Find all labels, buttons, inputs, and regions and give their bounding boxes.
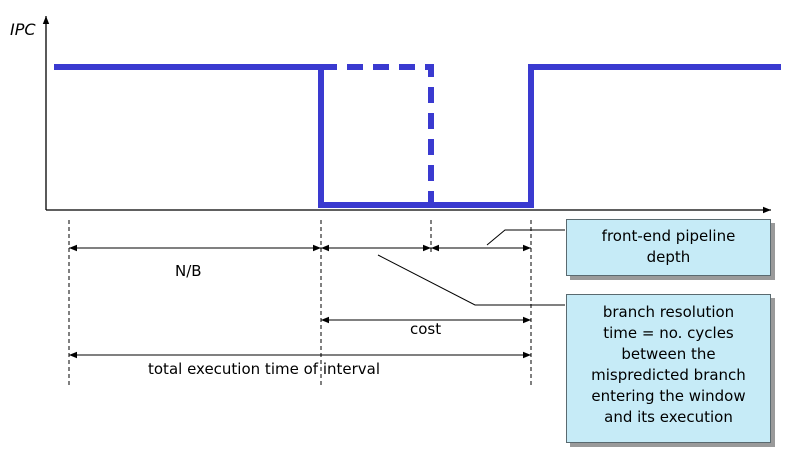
frontend-callout-line-2: depth (646, 248, 691, 266)
total-label: total execution time of interval (148, 360, 381, 378)
cost-label: cost (410, 320, 442, 338)
branch-resolution-callout: branch resolution time = no. cycles betw… (566, 294, 771, 443)
ipc-actual-line (54, 64, 781, 208)
branch-callout-line-4: mispredicted branch (591, 366, 746, 384)
frontend-leader-line (486, 229, 565, 246)
branch-callout-line-2: time = no. cycles (603, 324, 734, 342)
y-axis-label: IPC (10, 20, 36, 39)
nb-label: N/B (175, 262, 202, 280)
frontend-callout: front-end pipeline depth (566, 219, 771, 276)
branch-callout-line-5: entering the window (591, 387, 746, 405)
branch-leader-line (377, 254, 565, 306)
ipc-ideal-dashed-line (321, 64, 434, 205)
frontend-callout-line-1: front-end pipeline (601, 227, 736, 245)
branch-callout-line-1: branch resolution (602, 303, 735, 321)
branch-callout-line-3: between the (621, 345, 716, 363)
branch-callout-line-6: and its execution (604, 408, 733, 426)
